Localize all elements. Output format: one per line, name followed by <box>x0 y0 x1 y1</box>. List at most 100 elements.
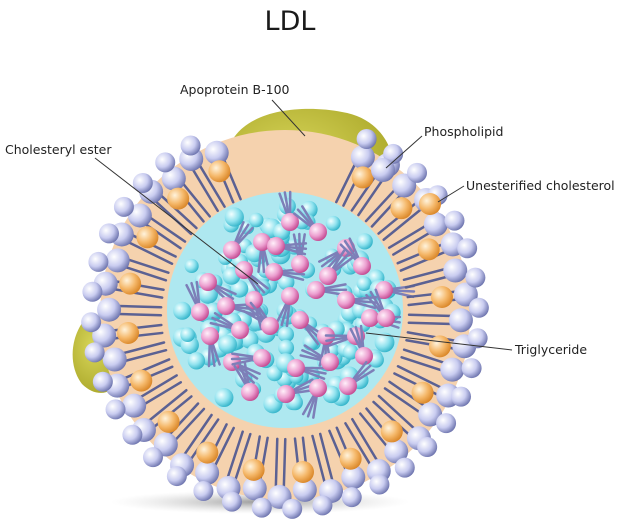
core-sphere <box>224 207 244 227</box>
cholesteryl-ester <box>291 255 309 273</box>
phospholipid-head <box>369 474 390 495</box>
phospholipid-head <box>394 457 415 478</box>
cholesteryl-ester <box>339 377 357 395</box>
phospholipid-head <box>371 158 395 182</box>
cholesteryl-ester <box>309 223 327 241</box>
phospholipid-head <box>180 135 201 156</box>
unesterified-cholesterol <box>119 272 142 295</box>
phospholipid-head <box>81 312 102 333</box>
phospholipid-head <box>132 173 153 194</box>
phospholipid-head <box>451 386 472 407</box>
unesterified-cholesterol <box>380 420 403 443</box>
core-sphere <box>300 200 318 219</box>
phospholipid-head <box>82 281 103 302</box>
core-sphere <box>218 334 237 354</box>
cholesteryl-ester <box>353 257 371 275</box>
cholesteryl-ester <box>223 353 241 371</box>
phospholipid-head <box>251 497 272 518</box>
phospholipid-head <box>384 439 409 464</box>
cholesteryl-ester <box>261 317 279 335</box>
cholesteryl-ester <box>375 281 393 299</box>
phospholipid-head <box>465 267 486 288</box>
core-sphere <box>325 215 341 231</box>
phospholipid-head <box>350 145 375 170</box>
cholesteryl-ester <box>245 291 263 309</box>
leader-unesterified-cholesterol <box>437 185 465 203</box>
phospholipid-head <box>84 342 105 363</box>
core-sphere <box>184 258 199 274</box>
label-apoprotein-b100: Apoprotein B-100 <box>180 82 290 97</box>
label-cholesteryl-ester: Cholesteryl ester <box>5 142 112 157</box>
unesterified-cholesterol <box>136 226 159 249</box>
unesterified-cholesterol <box>351 166 374 189</box>
unesterified-cholesterol <box>157 410 180 433</box>
phospholipid-head <box>97 297 122 322</box>
phospholipid-head <box>193 481 214 502</box>
unesterified-cholesterol <box>417 238 440 261</box>
core-sphere <box>214 388 234 408</box>
unesterified-cholesterol <box>291 460 314 483</box>
core-sphere <box>187 352 206 370</box>
core-sphere <box>180 327 195 343</box>
phospholipid-head <box>461 358 482 379</box>
cholesteryl-ester <box>287 359 305 377</box>
phospholipid-head <box>436 413 457 434</box>
core-sphere <box>173 301 192 320</box>
unesterified-cholesterol <box>196 441 219 464</box>
cholesteryl-ester <box>281 213 299 231</box>
core-sphere <box>374 332 395 353</box>
phospholipid-head <box>113 196 134 217</box>
cholesteryl-ester <box>355 347 373 365</box>
unesterified-cholesterol <box>419 193 441 215</box>
core-sphere <box>322 385 341 404</box>
cholesteryl-ester <box>191 303 209 321</box>
phospholipid-head <box>292 477 317 502</box>
cholesteryl-ester <box>231 321 249 339</box>
cholesteryl-ester <box>265 263 283 281</box>
unesterified-cholesterol <box>390 197 413 220</box>
lipid-core <box>172 190 416 419</box>
phospholipid-head <box>467 328 488 349</box>
phospholipid-head <box>102 347 127 372</box>
phospholipid-heads <box>81 128 489 519</box>
phospholipid-head <box>166 466 187 487</box>
cholesteryl-ester <box>235 261 253 279</box>
unesterified-cholesterol <box>117 321 140 344</box>
cholesteryl-ester <box>277 385 295 403</box>
phospholipid-head <box>383 143 404 164</box>
cholesteryl-ester <box>267 237 285 255</box>
label-triglyceride: Triglyceride <box>515 342 588 357</box>
leader-phospholipid <box>385 135 423 169</box>
phospholipid-head <box>444 210 465 231</box>
phospholipid-head <box>88 251 109 272</box>
phospholipid-head <box>92 371 113 392</box>
phospholipid-head <box>221 491 242 512</box>
unesterified-cholesterol <box>411 381 434 404</box>
phospholipid-head <box>122 393 147 418</box>
phospholipid-head <box>105 399 126 420</box>
phospholipid-head <box>440 357 465 382</box>
label-phospholipid: Phospholipid <box>424 124 504 139</box>
cholesteryl-ester <box>253 349 271 367</box>
unesterified-cholesterol <box>242 458 265 481</box>
cholesteryl-ester <box>321 353 339 371</box>
phospholipid-head <box>406 162 427 183</box>
unesterified-cholesterol <box>167 187 190 210</box>
phospholipid-head <box>468 297 489 318</box>
cholesteryl-ester <box>291 311 309 329</box>
phospholipid-head <box>417 436 438 457</box>
phospholipid-head <box>127 203 152 228</box>
phospholipid-head <box>418 402 443 427</box>
phospholipid-head <box>356 128 377 149</box>
core-sphere <box>249 212 264 228</box>
core-sphere <box>356 233 373 250</box>
cholesteryl-ester <box>307 281 325 299</box>
phospholipid-head <box>98 223 119 244</box>
cholesteryl-ester <box>377 309 395 327</box>
phospholipid-head <box>457 238 478 259</box>
core-sphere <box>278 273 295 291</box>
unesterified-cholesterol <box>130 369 153 392</box>
phospholipid-head <box>443 258 468 283</box>
cholesteryl-ester <box>217 297 235 315</box>
cholesteryl-ester <box>319 267 337 285</box>
